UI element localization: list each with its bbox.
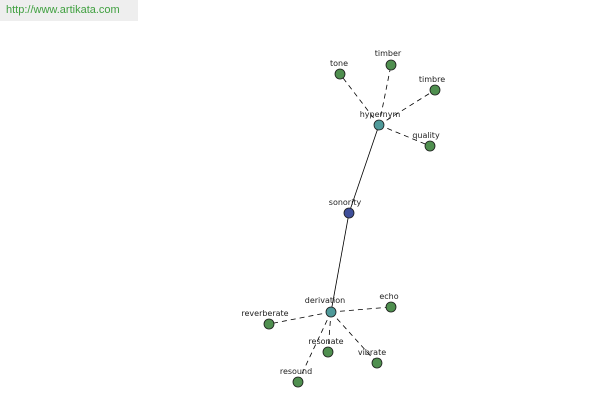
node-label-sonority: sonority: [329, 198, 362, 207]
node-echo[interactable]: [385, 301, 397, 313]
node-label-quality: quality: [412, 131, 440, 140]
edge-sonority-hypernym: [348, 124, 380, 214]
edge-derivation-vibrate: [330, 311, 378, 364]
node-resound[interactable]: [292, 376, 304, 388]
edge-hypernym-timber: [378, 64, 392, 126]
node-tone[interactable]: [334, 68, 346, 80]
node-label-resound: resound: [280, 367, 312, 376]
edge-hypernym-tone: [339, 73, 380, 126]
edge-hypernym-quality: [378, 124, 431, 147]
node-label-timber: timber: [375, 49, 402, 58]
node-hypernym[interactable]: [373, 119, 385, 131]
node-derivation[interactable]: [325, 306, 337, 318]
site-banner: http://www.artikata.com: [0, 0, 138, 21]
edge-derivation-resonate: [327, 311, 332, 353]
node-resonate[interactable]: [322, 346, 334, 358]
node-label-reverberate: reverberate: [241, 309, 288, 318]
edge-derivation-resound: [297, 311, 332, 383]
edge-hypernym-timbre: [378, 89, 436, 126]
site-link[interactable]: http://www.artikata.com: [6, 4, 120, 16]
node-label-resonate: resonate: [308, 337, 343, 346]
node-vibrate[interactable]: [371, 357, 383, 369]
node-label-timbre: timbre: [419, 75, 445, 84]
edge-derivation-echo: [330, 306, 392, 313]
edge-derivation-reverberate: [268, 311, 332, 325]
node-label-echo: echo: [379, 292, 398, 301]
node-label-derivation: derivation: [305, 296, 345, 305]
node-quality[interactable]: [424, 140, 436, 152]
edge-sonority-derivation: [330, 212, 350, 313]
node-reverberate[interactable]: [263, 318, 275, 330]
node-label-hypernym: hypernym: [360, 110, 401, 119]
node-label-vibrate: vibrate: [358, 348, 386, 357]
node-sonority[interactable]: [343, 207, 355, 219]
node-label-tone: tone: [330, 59, 348, 68]
node-timbre[interactable]: [429, 84, 441, 96]
node-timber[interactable]: [385, 59, 397, 71]
